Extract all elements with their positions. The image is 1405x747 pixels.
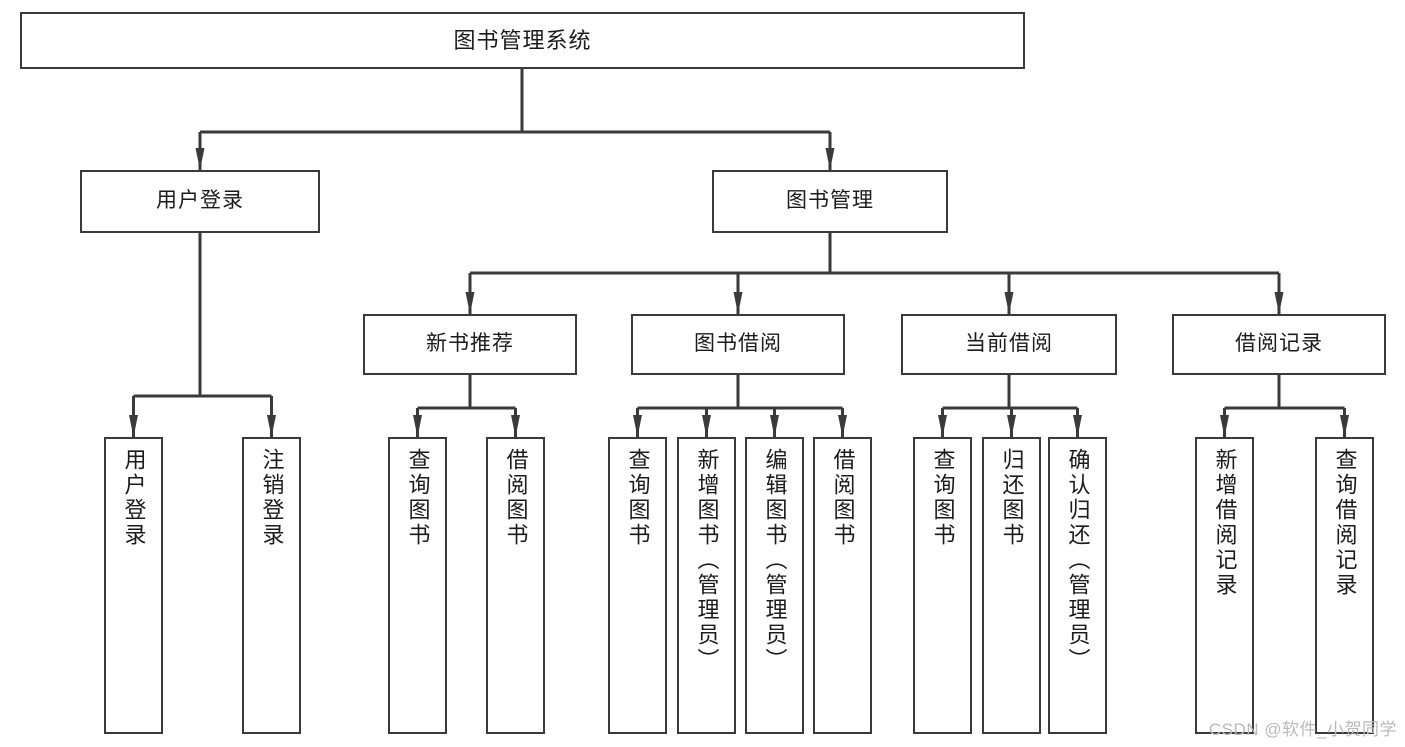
node-label: 新书推荐 <box>426 332 514 356</box>
node-label: 查询图书 <box>930 448 956 548</box>
node-borrow-record[interactable]: 借阅记录 <box>1172 314 1386 375</box>
node-label: 新增借阅记录 <box>1212 448 1238 598</box>
leaf-query-borrow-record[interactable]: 查询借阅记录 <box>1315 437 1374 734</box>
node-label: 借阅记录 <box>1235 332 1323 356</box>
node-label: 当前借阅 <box>965 332 1053 356</box>
node-label: 图书管理 <box>786 189 874 213</box>
node-label: 查询图书 <box>405 448 431 548</box>
leaf-borrow-book-1[interactable]: 借阅图书 <box>486 437 545 734</box>
node-label: 用户登录 <box>156 189 244 213</box>
leaf-add-borrow-record[interactable]: 新增借阅记录 <box>1195 437 1254 734</box>
node-label: 归还图书 <box>999 448 1025 548</box>
node-label: 图书借阅 <box>694 332 782 356</box>
node-book-manage[interactable]: 图书管理 <box>712 170 948 233</box>
leaf-confirm-return-admin[interactable]: 确认归还（管理员） <box>1048 437 1107 734</box>
node-label: 编辑图书（管理员） <box>762 448 788 673</box>
node-label: 确认归还（管理员） <box>1065 448 1091 673</box>
leaf-query-book-2[interactable]: 查询图书 <box>608 437 667 734</box>
node-label: 注销登录 <box>259 448 285 548</box>
watermark-text: CSDN @软件_小贺同学 <box>1208 720 1397 739</box>
node-label: 用户登录 <box>121 448 147 548</box>
node-new-book-recommend[interactable]: 新书推荐 <box>363 314 577 375</box>
leaf-query-book-1[interactable]: 查询图书 <box>388 437 447 734</box>
node-book-borrow[interactable]: 图书借阅 <box>631 314 845 375</box>
node-current-borrow[interactable]: 当前借阅 <box>901 314 1117 375</box>
node-label: 新增图书（管理员） <box>694 448 720 673</box>
leaf-logout[interactable]: 注销登录 <box>242 437 301 734</box>
node-user-login[interactable]: 用户登录 <box>80 170 320 233</box>
node-label: 图书管理系统 <box>453 27 592 53</box>
leaf-borrow-book-2[interactable]: 借阅图书 <box>813 437 872 734</box>
leaf-query-book-3[interactable]: 查询图书 <box>913 437 972 734</box>
leaf-user-login[interactable]: 用户登录 <box>104 437 163 734</box>
leaf-return-book[interactable]: 归还图书 <box>982 437 1041 734</box>
node-label: 查询图书 <box>625 448 651 548</box>
node-label: 查询借阅记录 <box>1332 448 1358 598</box>
node-label: 借阅图书 <box>830 448 856 548</box>
node-root-system[interactable]: 图书管理系统 <box>20 12 1025 69</box>
leaf-edit-book-admin[interactable]: 编辑图书（管理员） <box>745 437 804 734</box>
node-label: 借阅图书 <box>503 448 529 548</box>
leaf-add-book-admin[interactable]: 新增图书（管理员） <box>677 437 736 734</box>
